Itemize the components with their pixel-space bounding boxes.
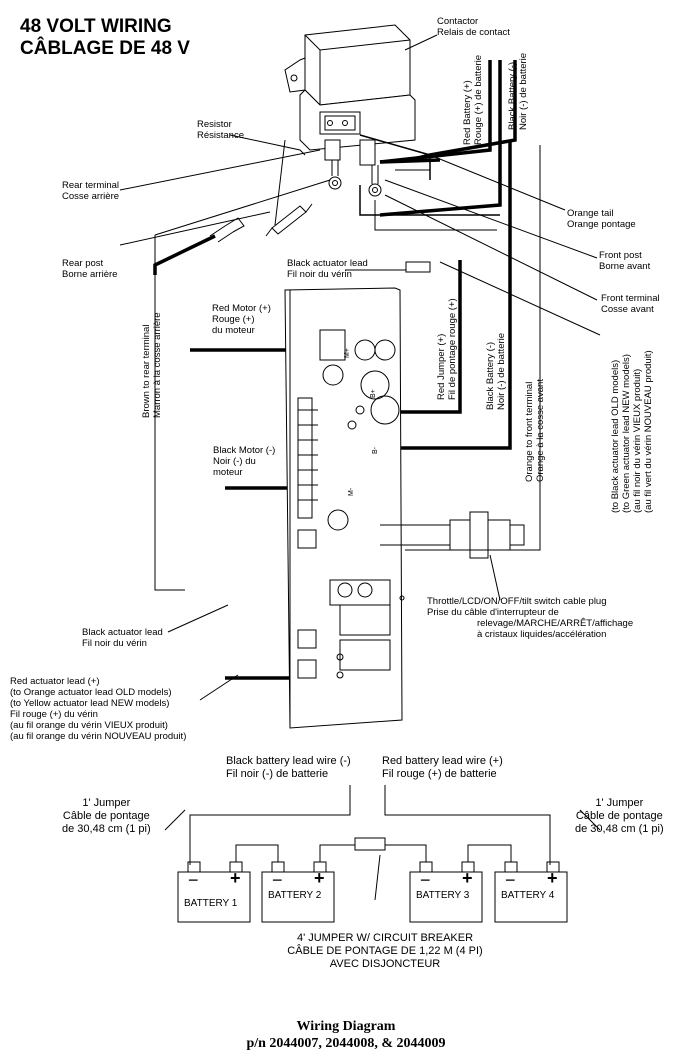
battery-2: − + BATTERY 2 xyxy=(262,868,334,922)
jumper-4ft-label: 4' JUMPER W/ CIRCUIT BREAKER CÂBLE DE PO… xyxy=(287,932,483,970)
black-battery-wire-label: Black battery lead wire (-) Fil noir (-)… xyxy=(226,755,351,780)
red-battery-wire-label: Red battery lead wire (+) Fil rouge (+) … xyxy=(382,755,503,780)
black-actuator-top-label: Black actuator lead Fil noir du vérin xyxy=(287,258,368,280)
orange-front-vertical-label: Orange to front terminal Orange à la cos… xyxy=(524,379,546,482)
contactor-body xyxy=(284,24,416,166)
battery-1: − + BATTERY 1 xyxy=(178,868,250,922)
footer-title: Wiring Diagram p/n 2044007, 2044008, & 2… xyxy=(246,1019,446,1051)
m-plus-mark: M+ xyxy=(344,348,351,358)
battery-3-pos: + xyxy=(462,868,473,888)
black-battery-mid-vertical-label: Black Battery (-) Noir (-) de batterie xyxy=(485,332,507,410)
red-motor-label: Red Motor (+) Rouge (+) du moteur xyxy=(212,303,271,336)
resistor-label: Resistor Résistance xyxy=(197,119,244,141)
battery-4-neg: − xyxy=(505,870,516,890)
red-jumper-vertical-label: Red Jumper (+) Fil de pontage rouge (+) xyxy=(436,298,458,400)
red-actuator-label: Red actuator lead (+) (to Orange actuato… xyxy=(10,676,187,742)
throttle-plug-label: Throttle/LCD/ON/OFF/tilt switch cable pl… xyxy=(427,596,634,640)
battery-1-pos: + xyxy=(230,868,241,888)
jumper-left-label: 1' Jumper Câble de pontage de 30,48 cm (… xyxy=(62,797,151,835)
b-plus-mark: B+ xyxy=(370,389,377,398)
front-post-label: Front post Borne avant xyxy=(599,250,651,272)
black-battery-top-vertical-label: Black Battery (-) Noir (-) de batterie xyxy=(507,52,529,130)
battery-1-label: BATTERY 1 xyxy=(184,898,238,909)
battery-3: − + BATTERY 3 xyxy=(410,868,482,922)
actuator-models-vertical-label: (to Black actuator lead OLD models) (to … xyxy=(610,350,654,513)
brown-rear-vertical-label: Brown to rear terminal Marron à la cosse… xyxy=(141,312,163,418)
battery-3-label: BATTERY 3 xyxy=(416,890,470,901)
jumper-right-label: 1' Jumper Câble de pontage de 30,48 cm (… xyxy=(575,797,664,835)
title-line-1: 48 VOLT WIRING xyxy=(20,16,172,37)
page-title: 48 VOLT WIRING CÂBLAGE DE 48 V xyxy=(20,16,190,60)
rear-terminal-label: Rear terminal Cosse arrière xyxy=(62,180,120,202)
battery-bank xyxy=(177,785,568,923)
battery-2-label: BATTERY 2 xyxy=(268,890,322,901)
rear-post-label: Rear post Borne arrière xyxy=(62,258,118,280)
black-motor-label: Black Motor (-) Noir (-) du moteur xyxy=(213,445,276,478)
battery-2-neg: − xyxy=(272,870,283,890)
red-battery-top-vertical-label: Red Battery (+) Rouge (+) de batterie xyxy=(462,54,484,145)
title-line-2: CÂBLAGE DE 48 V xyxy=(20,38,190,59)
battery-4-pos: + xyxy=(547,868,558,888)
front-terminal-label: Front terminal Cosse avant xyxy=(601,293,660,315)
resistor xyxy=(265,203,313,237)
battery-2-pos: + xyxy=(314,868,325,888)
battery-4-label: BATTERY 4 xyxy=(501,890,555,901)
black-actuator-bottom-label: Black actuator lead Fil noir du vérin xyxy=(82,627,163,649)
controller-board xyxy=(284,287,525,729)
battery-1-neg: − xyxy=(188,870,199,890)
contactor-label: Contactor Relais de contact xyxy=(437,16,510,38)
battery-4: − + BATTERY 4 xyxy=(495,868,567,922)
orange-tail-label: Orange tail Orange pontage xyxy=(567,208,636,230)
battery-3-neg: − xyxy=(420,870,431,890)
b-minus-mark: B- xyxy=(372,447,379,454)
m-minus-mark: M- xyxy=(348,487,355,496)
